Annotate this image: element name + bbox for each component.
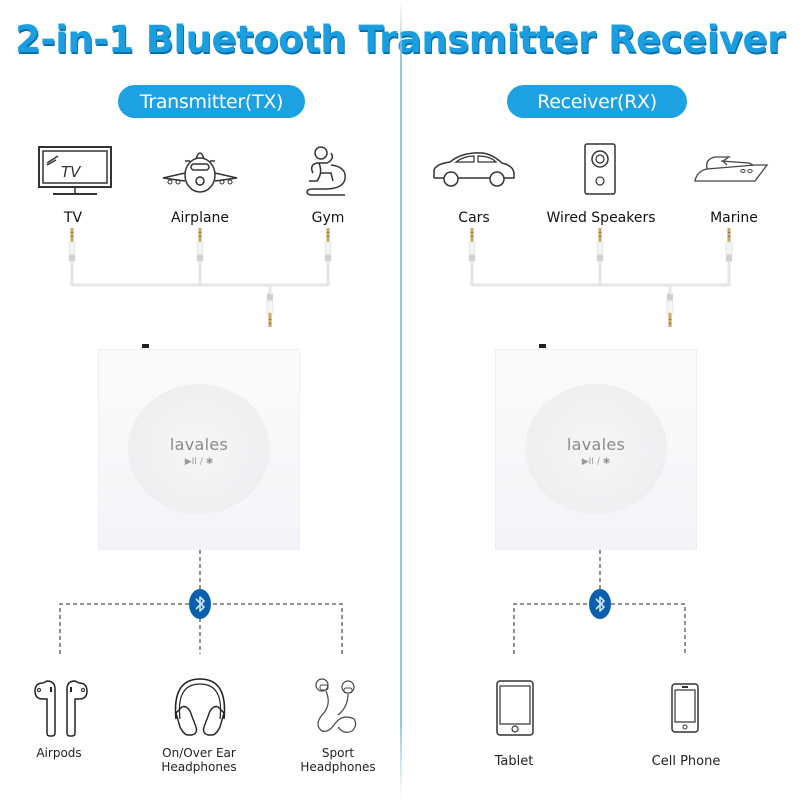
aux-plug <box>468 227 476 263</box>
svg-text:TV: TV <box>61 163 82 181</box>
bluetooth-links <box>59 550 686 656</box>
device-button-disc[interactable] <box>525 383 667 514</box>
speaker-icon <box>584 143 616 195</box>
source-label-marine: Marine <box>710 210 758 226</box>
section-divider <box>400 0 402 800</box>
play-pause-bluetooth-label: ▶II / ✱ <box>581 457 611 467</box>
aux-splitter-cables <box>68 227 733 328</box>
bluetooth-icon <box>189 589 211 619</box>
transmitter-device: lavales ▶II / ✱ <box>98 344 300 550</box>
airpods-icon <box>33 675 89 737</box>
label-line: On/Over Ear <box>162 746 236 760</box>
tv-icon: TV <box>37 145 113 197</box>
source-label-tv: TV <box>63 210 83 226</box>
aux-plug <box>324 227 332 263</box>
sport-headphones-icon <box>312 675 362 737</box>
source-label-gym: Gym <box>311 210 345 226</box>
output-label-sport-headphones: Sport Headphones <box>300 746 375 774</box>
play-pause-bluetooth-label: ▶II / ✱ <box>184 457 214 467</box>
aux-plug <box>68 227 76 263</box>
brand-logo: lavales <box>566 435 626 454</box>
aux-plug <box>196 227 204 263</box>
output-label-cell-phone: Cell Phone <box>651 754 721 769</box>
brand-logo: lavales <box>169 435 229 454</box>
source-label-cars: Cars <box>458 210 490 226</box>
bluetooth-icon <box>589 589 611 619</box>
mode-switch[interactable] <box>142 344 149 348</box>
output-label-headphones: On/Over Ear Headphones <box>161 746 236 774</box>
receiver-device: lavales ▶II / ✱ <box>495 344 697 550</box>
output-label-tablet: Tablet <box>494 754 534 769</box>
airplane-icon <box>160 145 240 197</box>
mode-switch[interactable] <box>539 344 546 348</box>
receiver-heading: Receiver(RX) <box>507 85 687 118</box>
aux-plug <box>666 292 674 328</box>
label-line: Headphones <box>161 760 237 774</box>
source-label-airplane: Airplane <box>170 210 230 226</box>
label-line: Sport <box>321 746 355 760</box>
device-button-disc[interactable] <box>128 383 270 514</box>
car-icon <box>432 150 516 190</box>
tablet-icon <box>496 680 534 736</box>
aux-plug <box>596 227 604 263</box>
output-label-airpods: Airpods <box>36 746 82 760</box>
phone-icon <box>671 683 699 733</box>
aux-plug <box>725 227 733 263</box>
headphones-icon <box>170 675 230 737</box>
aux-plug <box>266 292 274 328</box>
transmitter-heading: Transmitter(TX) <box>118 85 305 118</box>
gym-icon <box>305 145 350 197</box>
label-line: Headphones <box>300 760 376 774</box>
source-label-wired-speakers: Wired Speakers <box>546 210 656 226</box>
boat-icon <box>693 153 769 187</box>
